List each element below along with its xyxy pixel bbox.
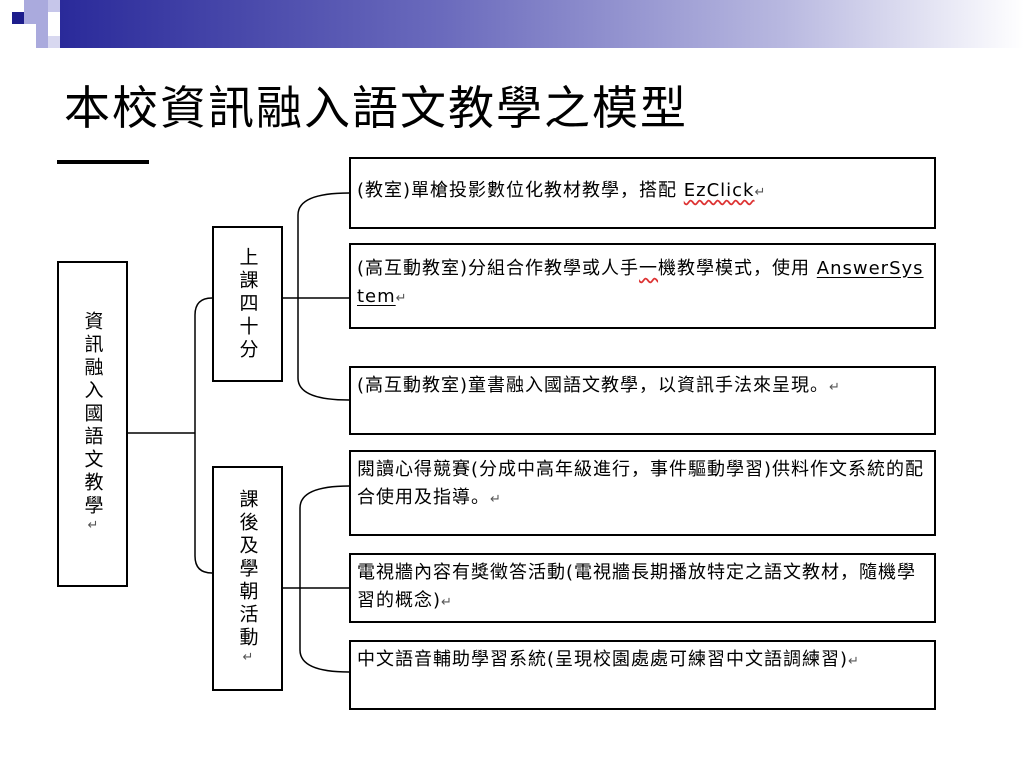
root-node: 資訊融入國語文教學↵ bbox=[57, 261, 128, 587]
paragraph-mark: ↵ bbox=[490, 492, 502, 507]
paragraph-mark: ↵ bbox=[848, 654, 860, 669]
answersystem-link: AnswerSystem bbox=[357, 258, 924, 307]
paragraph-mark: ↵ bbox=[240, 649, 256, 669]
item-text: 機教學模式，使用 bbox=[658, 258, 817, 279]
paragraph-mark: ↵ bbox=[441, 595, 453, 610]
corner-square-light bbox=[24, 0, 48, 24]
paragraph-mark: ↵ bbox=[395, 291, 408, 306]
item-text: 中文語音輔助學習系統(呈現校園處處可練習中文語調練習) bbox=[357, 649, 849, 670]
item-text-dash: 一 bbox=[639, 258, 659, 279]
branch-class-node: 上課四十分 bbox=[212, 226, 283, 382]
item-text: (教室)單槍投影數位化教材教學，搭配 bbox=[357, 180, 684, 201]
header-gradient-bar bbox=[60, 0, 1024, 48]
item-box-4: 閱讀心得競賽(分成中高年級進行，事件驅動學習)供料作文系統的配合使用及指導。↵ bbox=[349, 450, 936, 536]
corner-square-light-lower bbox=[36, 24, 48, 48]
item-box-2: (高互動教室)分組合作教學或人手一機教學模式，使用 AnswerSystem↵ bbox=[349, 243, 936, 329]
item-box-1: (教室)單槍投影數位化教材教學，搭配 EzClick↵ bbox=[349, 157, 936, 229]
paragraph-mark: ↵ bbox=[754, 185, 767, 200]
item-text: 電視牆內容有獎徵答活動(電視牆長期播放特定之語文教材，隨機學習的概念) bbox=[357, 562, 917, 611]
item-box-3: (高互動教室)童書融入國語文教學，以資訊手法來呈現。↵ bbox=[349, 366, 936, 435]
bracket-left bbox=[194, 297, 213, 574]
bracket-class bbox=[297, 192, 350, 401]
item-box-6: 中文語音輔助學習系統(呈現校園處處可練習中文語調練習)↵ bbox=[349, 640, 936, 710]
paragraph-mark: ↵ bbox=[829, 380, 841, 395]
title-underline bbox=[57, 160, 149, 164]
corner-square-dark bbox=[12, 12, 24, 24]
item-text: 閱讀心得競賽(分成中高年級進行，事件驅動學習)供料作文系統的配合使用及指導。 bbox=[357, 459, 925, 508]
branch-after-node: 課後及學朝活動↵ bbox=[212, 466, 283, 691]
bracket-after bbox=[299, 485, 350, 673]
slide-title: 本校資訊融入語文教學之模型 bbox=[64, 81, 688, 135]
item-text: (高互動教室)童書融入國語文教學，以資訊手法來呈現。 bbox=[357, 375, 830, 396]
item-box-5: 電視牆內容有獎徵答活動(電視牆長期播放特定之語文教材，隨機學習的概念)↵ bbox=[349, 553, 936, 623]
corner-square-pale bbox=[48, 0, 60, 12]
ezclick-link: EzClick bbox=[683, 180, 755, 201]
corner-square-pale-lower bbox=[48, 36, 60, 48]
branch-class-label: 上課四十分 bbox=[236, 246, 259, 362]
branch-after-label: 課後及學朝活動 bbox=[236, 488, 259, 650]
root-node-label: 資訊融入國語文教學 bbox=[81, 311, 104, 518]
paragraph-mark: ↵ bbox=[85, 518, 101, 537]
item-text: (高互動教室)分組合作教學或人手 bbox=[357, 258, 640, 279]
